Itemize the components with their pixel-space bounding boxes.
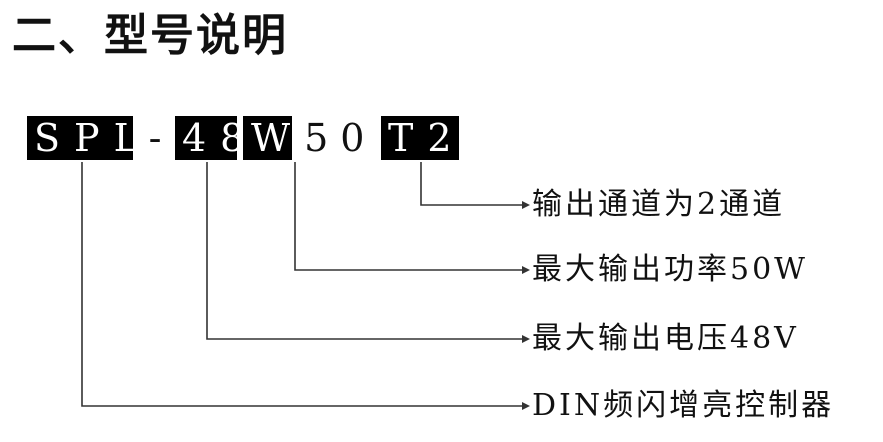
- code-part-voltage: 48: [175, 116, 244, 160]
- callout-line-voltage: [206, 162, 522, 340]
- callout-line-series: [81, 162, 522, 407]
- section-title: 二、型号说明: [12, 10, 288, 61]
- arrow-voltage: [522, 335, 530, 343]
- desc-channels: 输出通道为2通道: [532, 187, 786, 222]
- desc-power: 最大输出功率50W: [532, 252, 809, 287]
- arrow-power: [522, 266, 530, 274]
- callout-line-channels: [420, 162, 522, 206]
- code-part-series: SPL: [27, 116, 139, 160]
- arrow-channels: [522, 201, 530, 209]
- code-part-channels: T2: [381, 116, 459, 160]
- desc-series: DIN频闪增亮控制器: [532, 388, 835, 423]
- desc-voltage: 最大输出电压48V: [532, 321, 799, 356]
- callout-line-power: [294, 162, 522, 271]
- arrow-series: [522, 402, 530, 410]
- code-part-power-value: 50: [304, 116, 377, 160]
- code-dash: -: [148, 116, 162, 160]
- code-part-power-prefix: W: [243, 116, 293, 160]
